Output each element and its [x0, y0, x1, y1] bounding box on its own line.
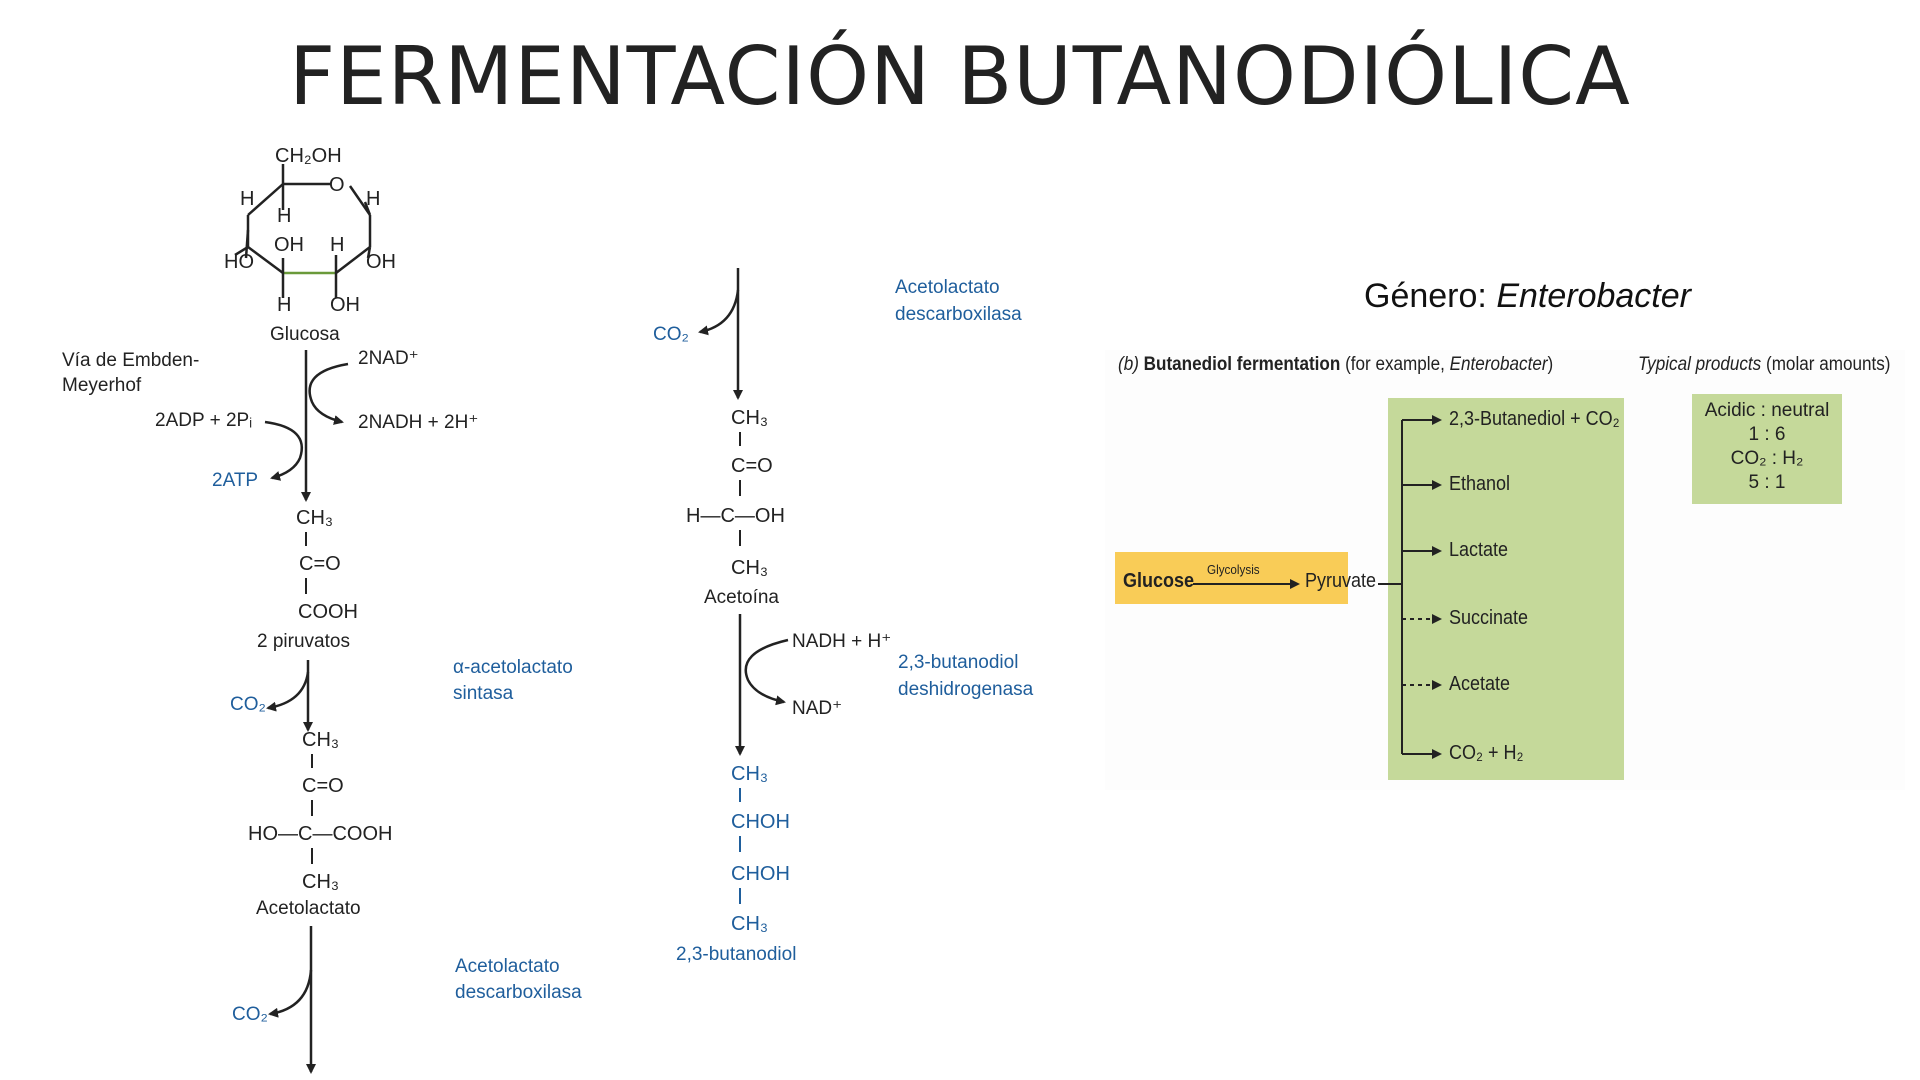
ratio-line-2: 1 : 6 — [1748, 424, 1786, 445]
acetoin-co: C=O — [731, 455, 773, 477]
glucose-h4: H — [330, 234, 344, 256]
nadh2-curve-arrow — [744, 638, 789, 706]
enzyme-synthase-2: sintasa — [453, 683, 514, 704]
co2-curve-c — [698, 289, 740, 336]
enzyme-decarb-2: descarboxilasa — [455, 982, 582, 1003]
glucose-box — [1115, 552, 1348, 604]
ratio-line-4: 5 : 1 — [1748, 472, 1786, 493]
acetolactate-middle: HO—C—COOH — [248, 823, 392, 845]
glucose-o: O — [329, 174, 345, 196]
panel-heading: (b) Butanediol fermentation (for example… — [1118, 354, 1553, 376]
pyruvate-cooh: COOH — [298, 601, 358, 623]
glucose-oh1: OH — [274, 234, 304, 256]
enzyme-dh-1: 2,3-butanodiol — [898, 652, 1018, 673]
glucose-ho: HO — [224, 251, 254, 273]
atp-label: 2ATP — [212, 470, 258, 491]
acetolactate-co: C=O — [302, 775, 344, 797]
embden-label-2: Meyerhof — [62, 375, 142, 396]
co2-a-label: CO₂ — [230, 694, 266, 715]
acetoin-middle: H—C—OH — [686, 505, 785, 527]
typical-italic: Typical products — [1638, 354, 1762, 375]
panel-letter: (b) — [1118, 354, 1139, 375]
butanediol-choh-1: CHOH — [731, 811, 790, 833]
ratio-line-3: CO₂ : H₂ — [1730, 448, 1804, 469]
acetoin-label: Acetoína — [704, 587, 779, 608]
ratio-line-1: Acidic : neutral — [1704, 400, 1830, 421]
embden-label-1: Vía de Embden- — [62, 350, 199, 371]
acetolactate-label: Acetolactato — [256, 898, 361, 919]
product-ethanol: Ethanol — [1449, 473, 1511, 495]
panel-heading-italic: Enterobacter — [1449, 354, 1548, 375]
enzyme-decarb2-1: Acetolactato — [895, 277, 1000, 298]
glucose-ring — [234, 164, 372, 298]
pathway-diagram: CH₂OH O H H H OH H HO OH H OH Glucosa Ví… — [62, 145, 1034, 1074]
glucose-h1: H — [240, 188, 254, 210]
panel-pyruvate-label: Pyruvate — [1305, 570, 1377, 592]
panel-glycolysis-label: Glycolysis — [1207, 562, 1260, 577]
typical-rest: (molar amounts) — [1761, 354, 1891, 375]
glucose-oh2: OH — [366, 251, 396, 273]
product-butanediol: 2,3-Butanediol + CO₂ — [1449, 408, 1620, 430]
butanediol-label: 2,3-butanodiol — [676, 944, 796, 965]
co2-curve-b — [268, 969, 313, 1018]
nad2-label: NAD⁺ — [792, 698, 842, 719]
panel-heading-bold: Butanediol fermentation — [1143, 354, 1341, 375]
panel-heading-close: ) — [1547, 354, 1554, 375]
ratio-box: Acidic : neutral 1 : 6 CO₂ : H₂ 5 : 1 — [1692, 394, 1842, 504]
genus-label: Género: Enterobacter — [1364, 277, 1691, 316]
panel-heading-rest: (for example, — [1340, 354, 1450, 375]
acetoin-ch3-bottom: CH₃ — [731, 557, 768, 579]
co2-curve-a — [266, 671, 310, 712]
glucose-ch2oh: CH₂OH — [275, 145, 342, 167]
pyruvate-co: C=O — [299, 553, 341, 575]
butanediol-ch3-top: CH₃ — [731, 763, 768, 785]
nadh-label: 2NADH + 2H⁺ — [358, 412, 478, 433]
genus-name: Enterobacter — [1496, 277, 1691, 315]
acetolactate-ch3-top: CH₃ — [302, 729, 339, 751]
glucose-oh3: OH — [330, 294, 360, 316]
acetoin-ch3-top: CH₃ — [731, 407, 768, 429]
nad-curve-arrow — [308, 362, 349, 425]
pyruvate-label: 2 piruvatos — [257, 631, 350, 652]
typical-products-heading: Typical products (molar amounts) — [1638, 354, 1890, 376]
butanediol-ch3-bottom: CH₃ — [731, 913, 768, 935]
product-co2-h2: CO₂ + H₂ — [1449, 742, 1524, 764]
glucose-h2: H — [366, 188, 380, 210]
glucose-h5: H — [277, 294, 291, 316]
products-box — [1388, 398, 1624, 780]
enzyme-synthase-1: α-acetolactato — [453, 657, 573, 678]
panel-glucose-label: Glucose — [1123, 570, 1195, 592]
slide-title: FERMENTACIÓN BUTANODIÓLICA — [289, 30, 1631, 123]
acetolactate-ch3-bottom: CH₃ — [302, 871, 339, 893]
pyruvate-ch3: CH₃ — [296, 507, 333, 529]
product-lactate: Lactate — [1449, 539, 1509, 561]
atp-curve-arrow — [264, 420, 303, 481]
enzyme-decarb-1: Acetolactato — [455, 956, 560, 977]
product-acetate: Acetate — [1449, 673, 1511, 695]
genus-prefix: Género: — [1364, 277, 1497, 315]
nad-label: 2NAD⁺ — [358, 348, 419, 369]
enzyme-decarb2-2: descarboxilasa — [895, 304, 1022, 325]
butanediol-choh-2: CHOH — [731, 863, 790, 885]
enzyme-dh-2: deshidrogenasa — [898, 679, 1034, 700]
glucose-h3: H — [277, 205, 291, 227]
product-succinate: Succinate — [1449, 607, 1529, 629]
glucose-label: Glucosa — [270, 324, 340, 345]
adp-label: 2ADP + 2Pᵢ — [155, 410, 252, 431]
co2-b-label: CO₂ — [232, 1004, 268, 1025]
co2-c-label: CO₂ — [653, 324, 689, 345]
nadh2-label: NADH + H⁺ — [792, 631, 891, 652]
